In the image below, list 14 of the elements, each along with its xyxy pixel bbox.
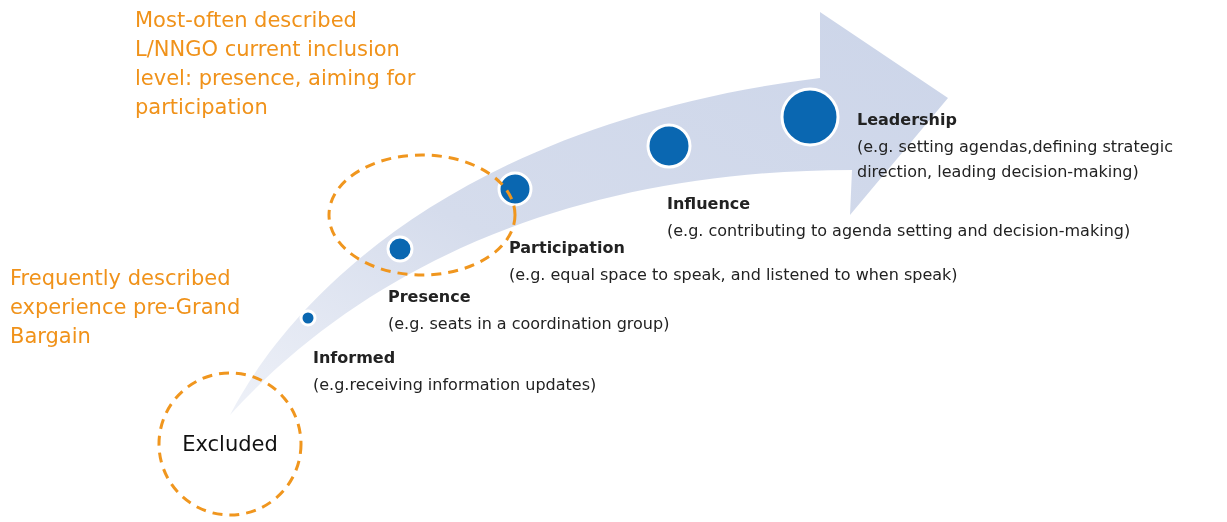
stage-description: (e.g. seats in a coordination group) (388, 313, 671, 335)
stage-title: Presence (388, 287, 472, 306)
stage-description: (e.g.receiving information updates) (313, 374, 598, 396)
stage-description: (e.g. setting agendas,defining strategic direction, leading decision-making) (857, 136, 1174, 183)
stage-title: Participation (509, 238, 626, 257)
stage-title: Informed (313, 348, 397, 367)
stage-title: Influence (667, 194, 752, 213)
stage-label: Excluded (182, 432, 278, 456)
annotation-text: Most-often described L/NNGO current inclusion level: presence, aiming for participation (135, 7, 417, 121)
dashed-circle (157, 371, 303, 517)
stage-description: (e.g. contributing to agenda setting and decision-making) (667, 220, 1132, 242)
stage-description: (e.g. equal space to speak, and listened to when speak) (509, 264, 959, 286)
stage-title: Leadership (857, 110, 958, 129)
annotation-text: Frequently described experience pre-Grand Bargain (10, 265, 242, 350)
